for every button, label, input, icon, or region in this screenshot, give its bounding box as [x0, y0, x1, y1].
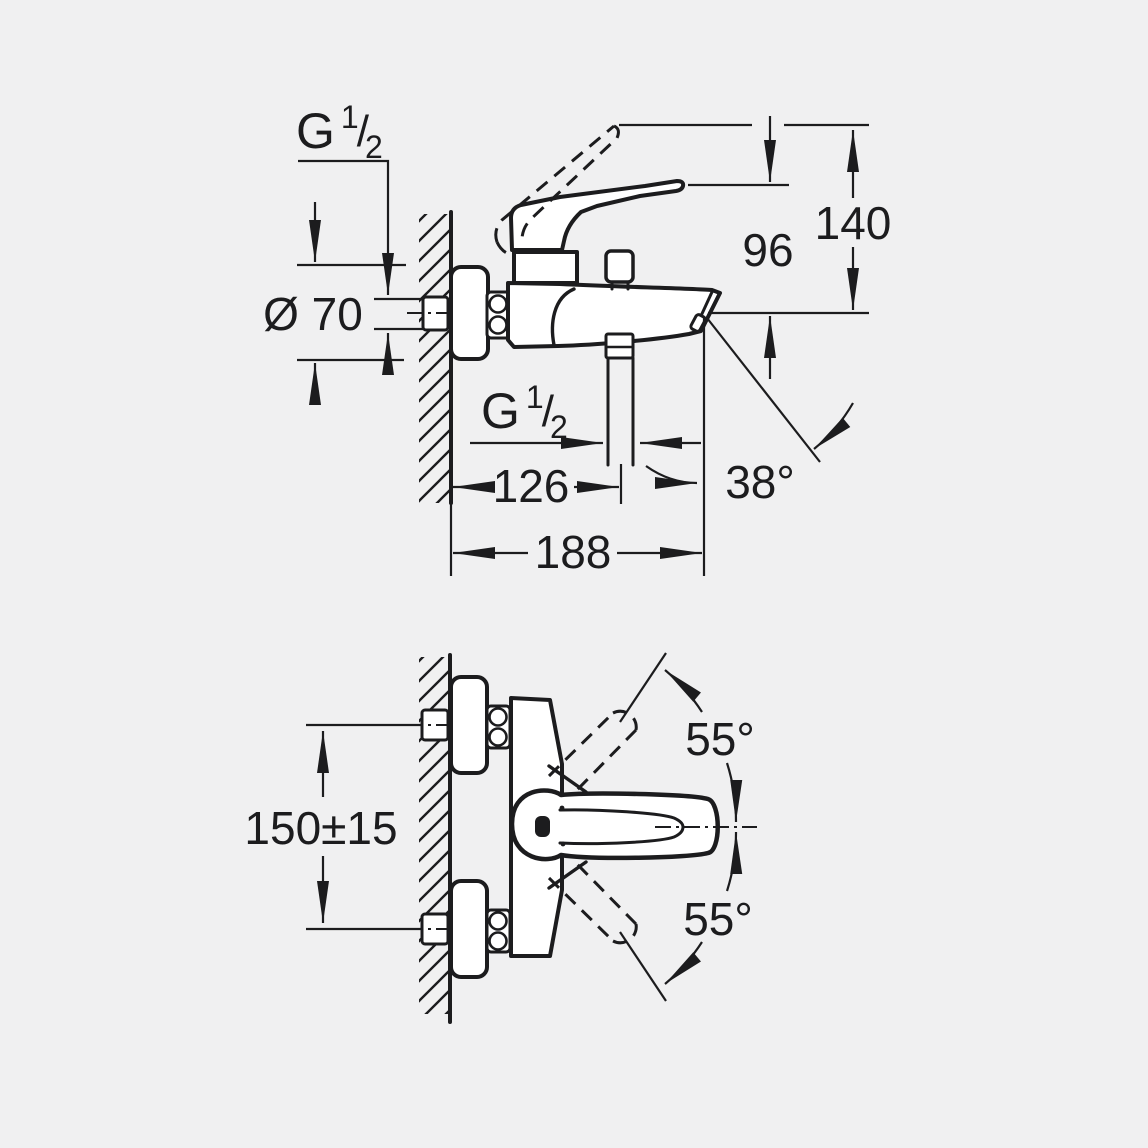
- connection-distance-label: 150±15: [244, 802, 397, 854]
- shower-hose-connection: [604, 332, 635, 467]
- overall-height-label: 140: [815, 197, 892, 249]
- diverter-knob: [604, 249, 635, 291]
- dim-escutcheon-diameter: Ø 70: [263, 202, 406, 405]
- spout-angle-label: 38°: [725, 456, 795, 508]
- escutcheon-diameter-label: Ø 70: [263, 288, 363, 340]
- dim-overall-depth-188: 188: [453, 526, 702, 578]
- wall-section: [419, 210, 453, 576]
- dim-spout-angle-38: 38°: [645, 317, 854, 576]
- body-spout-transition-curve: [550, 287, 576, 347]
- escutcheon-lower: [449, 879, 489, 979]
- lever-height-label: 96: [742, 224, 793, 276]
- spout-aerator: [689, 313, 707, 333]
- lever-swung-up-dashed: [547, 709, 638, 792]
- lever-grip-inner-outline: [558, 808, 685, 846]
- dim-swing-down-55: 55°: [619, 831, 753, 1002]
- union-nut-lower: [485, 908, 512, 954]
- union-nut-upper: [485, 704, 512, 750]
- pivot-dot-upper: [559, 805, 565, 811]
- lever-raised-dashed: [494, 124, 620, 256]
- lever-swung-down-dashed: [547, 862, 638, 945]
- hose-depth-label: 126: [493, 460, 570, 512]
- escutcheon-side: [449, 265, 490, 361]
- dim-lever-height-96: 96: [688, 116, 794, 379]
- wall-union-fitting: [407, 295, 467, 332]
- dim-hose-depth-126: 126: [453, 460, 623, 512]
- dim-overall-height-140: 140: [619, 123, 892, 315]
- dim-swing-up-55: 55°: [619, 652, 755, 823]
- swing-down-label: 55°: [683, 893, 753, 945]
- pivot-dot-lower: [560, 841, 566, 847]
- wall-hatch: [419, 214, 451, 503]
- escutcheon-upper: [449, 675, 489, 775]
- plan-view: 150±15 55° 55°: [244, 652, 757, 1024]
- lever-socket-hole: [535, 816, 550, 837]
- cartridge-housing: [512, 250, 579, 285]
- swing-up-label: 55°: [685, 713, 755, 765]
- dim-connection-distance-150: 150±15: [244, 723, 421, 931]
- overall-depth-label: 188: [535, 526, 612, 578]
